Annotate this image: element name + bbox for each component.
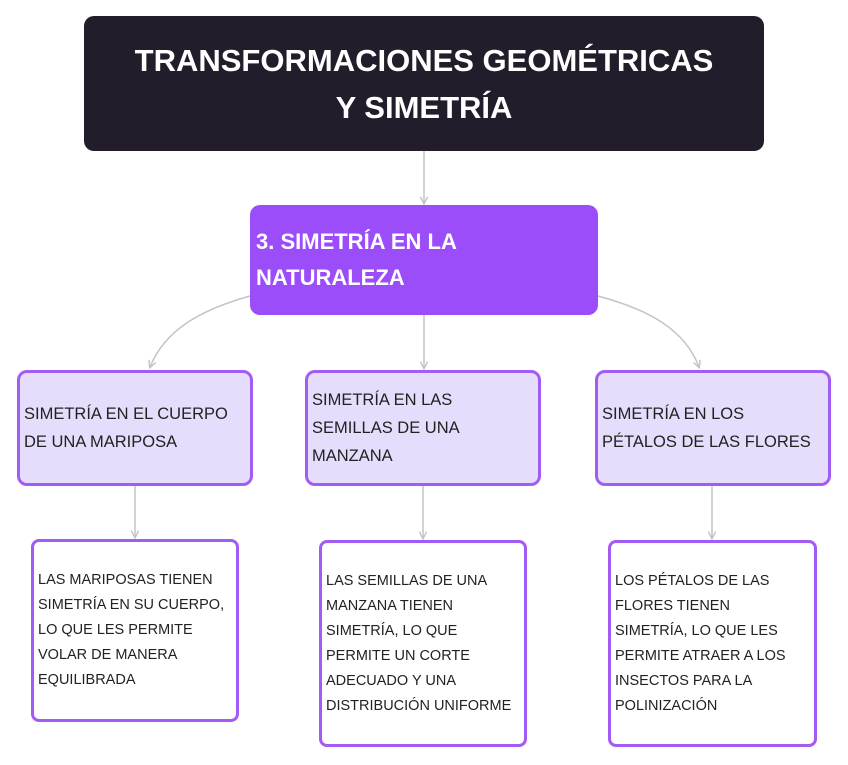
detail-node-flower-petals[interactable]: LOS PÉTALOS DE LAS FLORES TIENEN SIMETRÍ… [608, 540, 817, 747]
detail-node-text: LOS PÉTALOS DE LAS FLORES TIENEN SIMETRÍ… [615, 572, 786, 714]
connector-subtopic-to-branch-3 [597, 295, 699, 367]
root-node[interactable]: TRANSFORMACIONES GEOMÉTRICAS Y SIMETRÍA [84, 16, 764, 151]
branch-node-title: SIMETRÍA EN EL CUERPO DE UNA MARIPOSA [24, 405, 228, 451]
subtopic-node-title: 3. SIMETRÍA EN LA NATURALEZA [256, 229, 457, 290]
branch-node-flower-petals[interactable]: SIMETRÍA EN LOS PÉTALOS DE LAS FLORES [595, 370, 831, 486]
detail-node-apple-seeds[interactable]: LAS SEMILLAS DE UNA MANZANA TIENEN SIMET… [319, 540, 527, 747]
branch-node-title: SIMETRÍA EN LAS SEMILLAS DE UNA MANZANA [312, 391, 459, 465]
detail-node-text: LAS SEMILLAS DE UNA MANZANA TIENEN SIMET… [326, 572, 512, 714]
branch-node-apple-seeds[interactable]: SIMETRÍA EN LAS SEMILLAS DE UNA MANZANA [305, 370, 541, 486]
connector-subtopic-to-branch-1 [150, 295, 251, 367]
branch-node-butterfly[interactable]: SIMETRÍA EN EL CUERPO DE UNA MARIPOSA [17, 370, 253, 486]
detail-node-text: LAS MARIPOSAS TIENEN SIMETRÍA EN SU CUER… [38, 572, 225, 688]
subtopic-node[interactable]: 3. SIMETRÍA EN LA NATURALEZA [250, 205, 598, 315]
branch-node-title: SIMETRÍA EN LOS PÉTALOS DE LAS FLORES [602, 405, 811, 451]
detail-node-butterfly[interactable]: LAS MARIPOSAS TIENEN SIMETRÍA EN SU CUER… [31, 539, 239, 722]
root-node-title: TRANSFORMACIONES GEOMÉTRICAS Y SIMETRÍA [134, 42, 714, 125]
